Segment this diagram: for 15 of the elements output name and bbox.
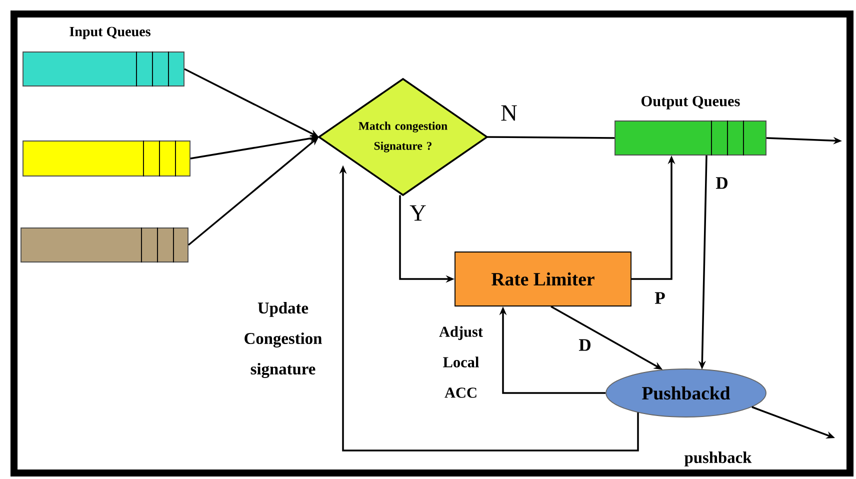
connector-line <box>487 136 615 139</box>
edge-label: pushback <box>683 450 753 468</box>
edge-label: Y <box>408 204 428 222</box>
node-label: Output Queues <box>642 96 740 110</box>
edge-label: Adjust Local ACC <box>424 325 498 399</box>
edge-label: N <box>499 104 519 122</box>
queue-bar <box>22 51 184 87</box>
edge-label: P <box>653 291 667 305</box>
edge-label: D <box>577 338 593 352</box>
edge-label: D <box>714 176 730 190</box>
queue-bar <box>22 140 190 177</box>
queue-bar <box>20 227 188 263</box>
output-queue-bar: Output Queues <box>614 96 766 156</box>
process-box: Rate Limiter <box>454 252 632 306</box>
edge-label: Update Congestion signature <box>224 300 342 380</box>
